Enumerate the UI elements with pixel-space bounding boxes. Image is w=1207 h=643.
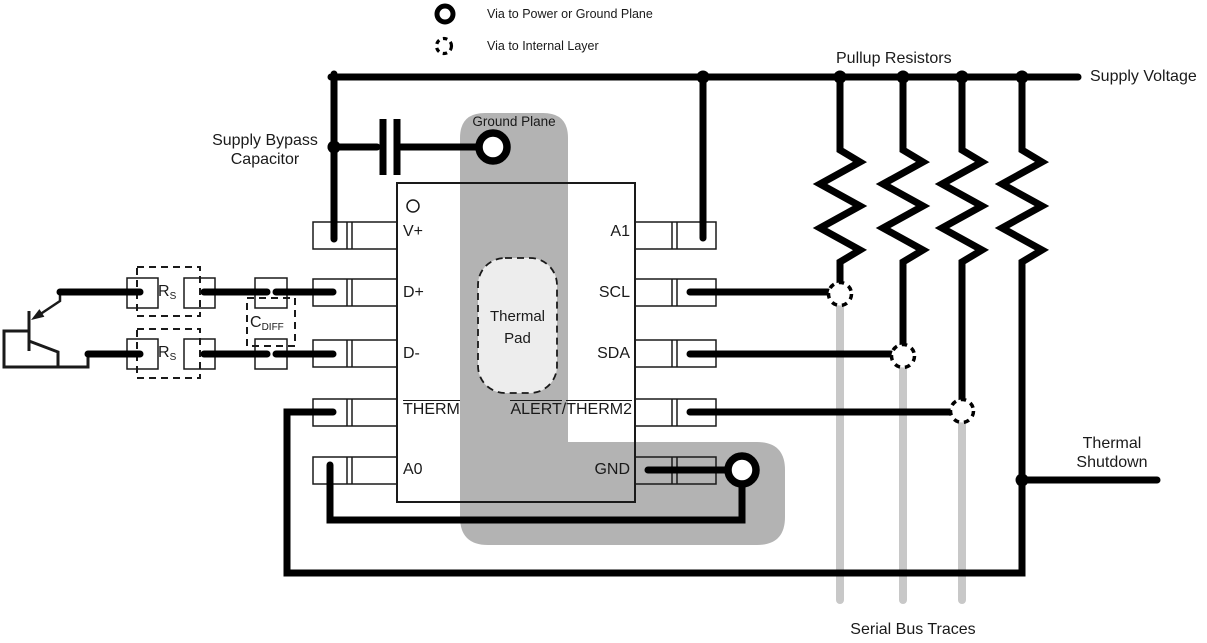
pin-label-dplus: D+ [403, 284, 424, 301]
pullup-resistor-scl [812, 70, 868, 287]
supply-bypass-line1: Supply Bypass [212, 132, 318, 149]
pin-label-a1: A1 [610, 223, 630, 240]
legend-internal-via-label: Via to Internal Layer [487, 39, 599, 53]
pin-label-sda: SDA [597, 345, 630, 362]
legend-power-via-icon [434, 3, 456, 25]
rs-bottom-label: RS [158, 344, 176, 364]
rs-top-sub: S [169, 291, 177, 302]
pullup-resistor-therm [994, 70, 1050, 484]
junction-bypass [327, 140, 341, 154]
junction-r2 [896, 70, 910, 84]
pad-a0 [312, 456, 398, 485]
alert-overline-text: ALERT [510, 400, 562, 418]
thermal-shutdown-line1: Thermal [1082, 435, 1142, 452]
junction-r1 [833, 70, 847, 84]
pin1-indicator-icon [406, 199, 420, 213]
pin-label-gnd: GND [594, 461, 630, 478]
rs-top-letter: R [158, 283, 170, 300]
pin-label-vplus: V+ [403, 223, 424, 240]
transistor-collector [28, 339, 60, 368]
legend-power-via-label: Via to Power or Ground Plane [487, 7, 653, 21]
cdiff-letter: C [250, 314, 262, 331]
pin-label-scl: SCL [598, 284, 630, 301]
scl-internal-via-icon [826, 280, 854, 308]
a0-trace [326, 461, 746, 524]
cdiff-sub: DIFF [261, 322, 284, 333]
thermal-shutdown-line2: Shutdown [1076, 453, 1148, 471]
legend-internal-via-icon [434, 36, 454, 56]
gnd-via-icon [724, 452, 760, 488]
rs-top-label: RS [158, 283, 176, 303]
ground-plane-shape [460, 113, 785, 545]
therm2-overline-text: THERM2 [566, 400, 632, 418]
pin-label-alert-therm2: ALERT/THERM2 [490, 400, 632, 420]
rs-bottom-letter: R [158, 344, 170, 361]
junction-thermal-shutdown [1015, 473, 1029, 487]
rs-top-body [136, 266, 201, 317]
transistor-base-collector-tie [2, 329, 90, 369]
pad-vplus [312, 221, 398, 250]
cdiff-label: CDIFF [250, 314, 284, 334]
serial-bus-traces-label: Serial Bus Traces [850, 621, 976, 638]
supply-bypass-line2: Capacitor [230, 150, 300, 168]
supply-voltage-label: Supply Voltage [1090, 68, 1197, 85]
ground-plane-label: Ground Plane [472, 114, 556, 129]
supply-bypass-capacitor-label: Supply Bypass Capacitor [197, 132, 333, 170]
therm-trace [283, 408, 1026, 577]
cdiff-body [246, 297, 296, 347]
pad-a1 [634, 221, 717, 250]
pin-label-a0: A0 [403, 461, 423, 478]
pullup-resistor-sda [875, 70, 931, 349]
vias [475, 129, 976, 488]
transistor-emitter-arrow-icon [31, 309, 45, 320]
pin-label-therm: THERM [403, 400, 460, 420]
thermal-pad-line2: Pad [504, 329, 531, 347]
therm-overline-text: THERM [403, 400, 460, 418]
junction-r3 [955, 70, 969, 84]
remote-transistor-symbol [2, 292, 90, 369]
pullup-resistor-alert [934, 70, 990, 404]
junction-a1 [696, 70, 710, 84]
junction-dots [327, 70, 1029, 487]
thermal-shutdown-label: Thermal Shutdown [1048, 435, 1176, 473]
rs-bottom-body [136, 328, 201, 379]
thermal-pad-line1: Thermal [489, 308, 545, 325]
rs-bottom-sub: S [169, 352, 177, 363]
ground-plane-via-icon [475, 129, 511, 165]
junction-r4 [1015, 70, 1029, 84]
alert-therm2-slash: / [561, 401, 567, 418]
alert-internal-via-icon [948, 397, 976, 425]
sda-internal-via-icon [889, 342, 917, 370]
thermal-pad-label: Thermal Pad [478, 306, 557, 350]
legend-icons [434, 3, 456, 56]
thermal-pad [477, 257, 558, 394]
pin-label-dminus: D- [403, 345, 420, 362]
pullup-resistors-label: Pullup Resistors [836, 50, 952, 67]
